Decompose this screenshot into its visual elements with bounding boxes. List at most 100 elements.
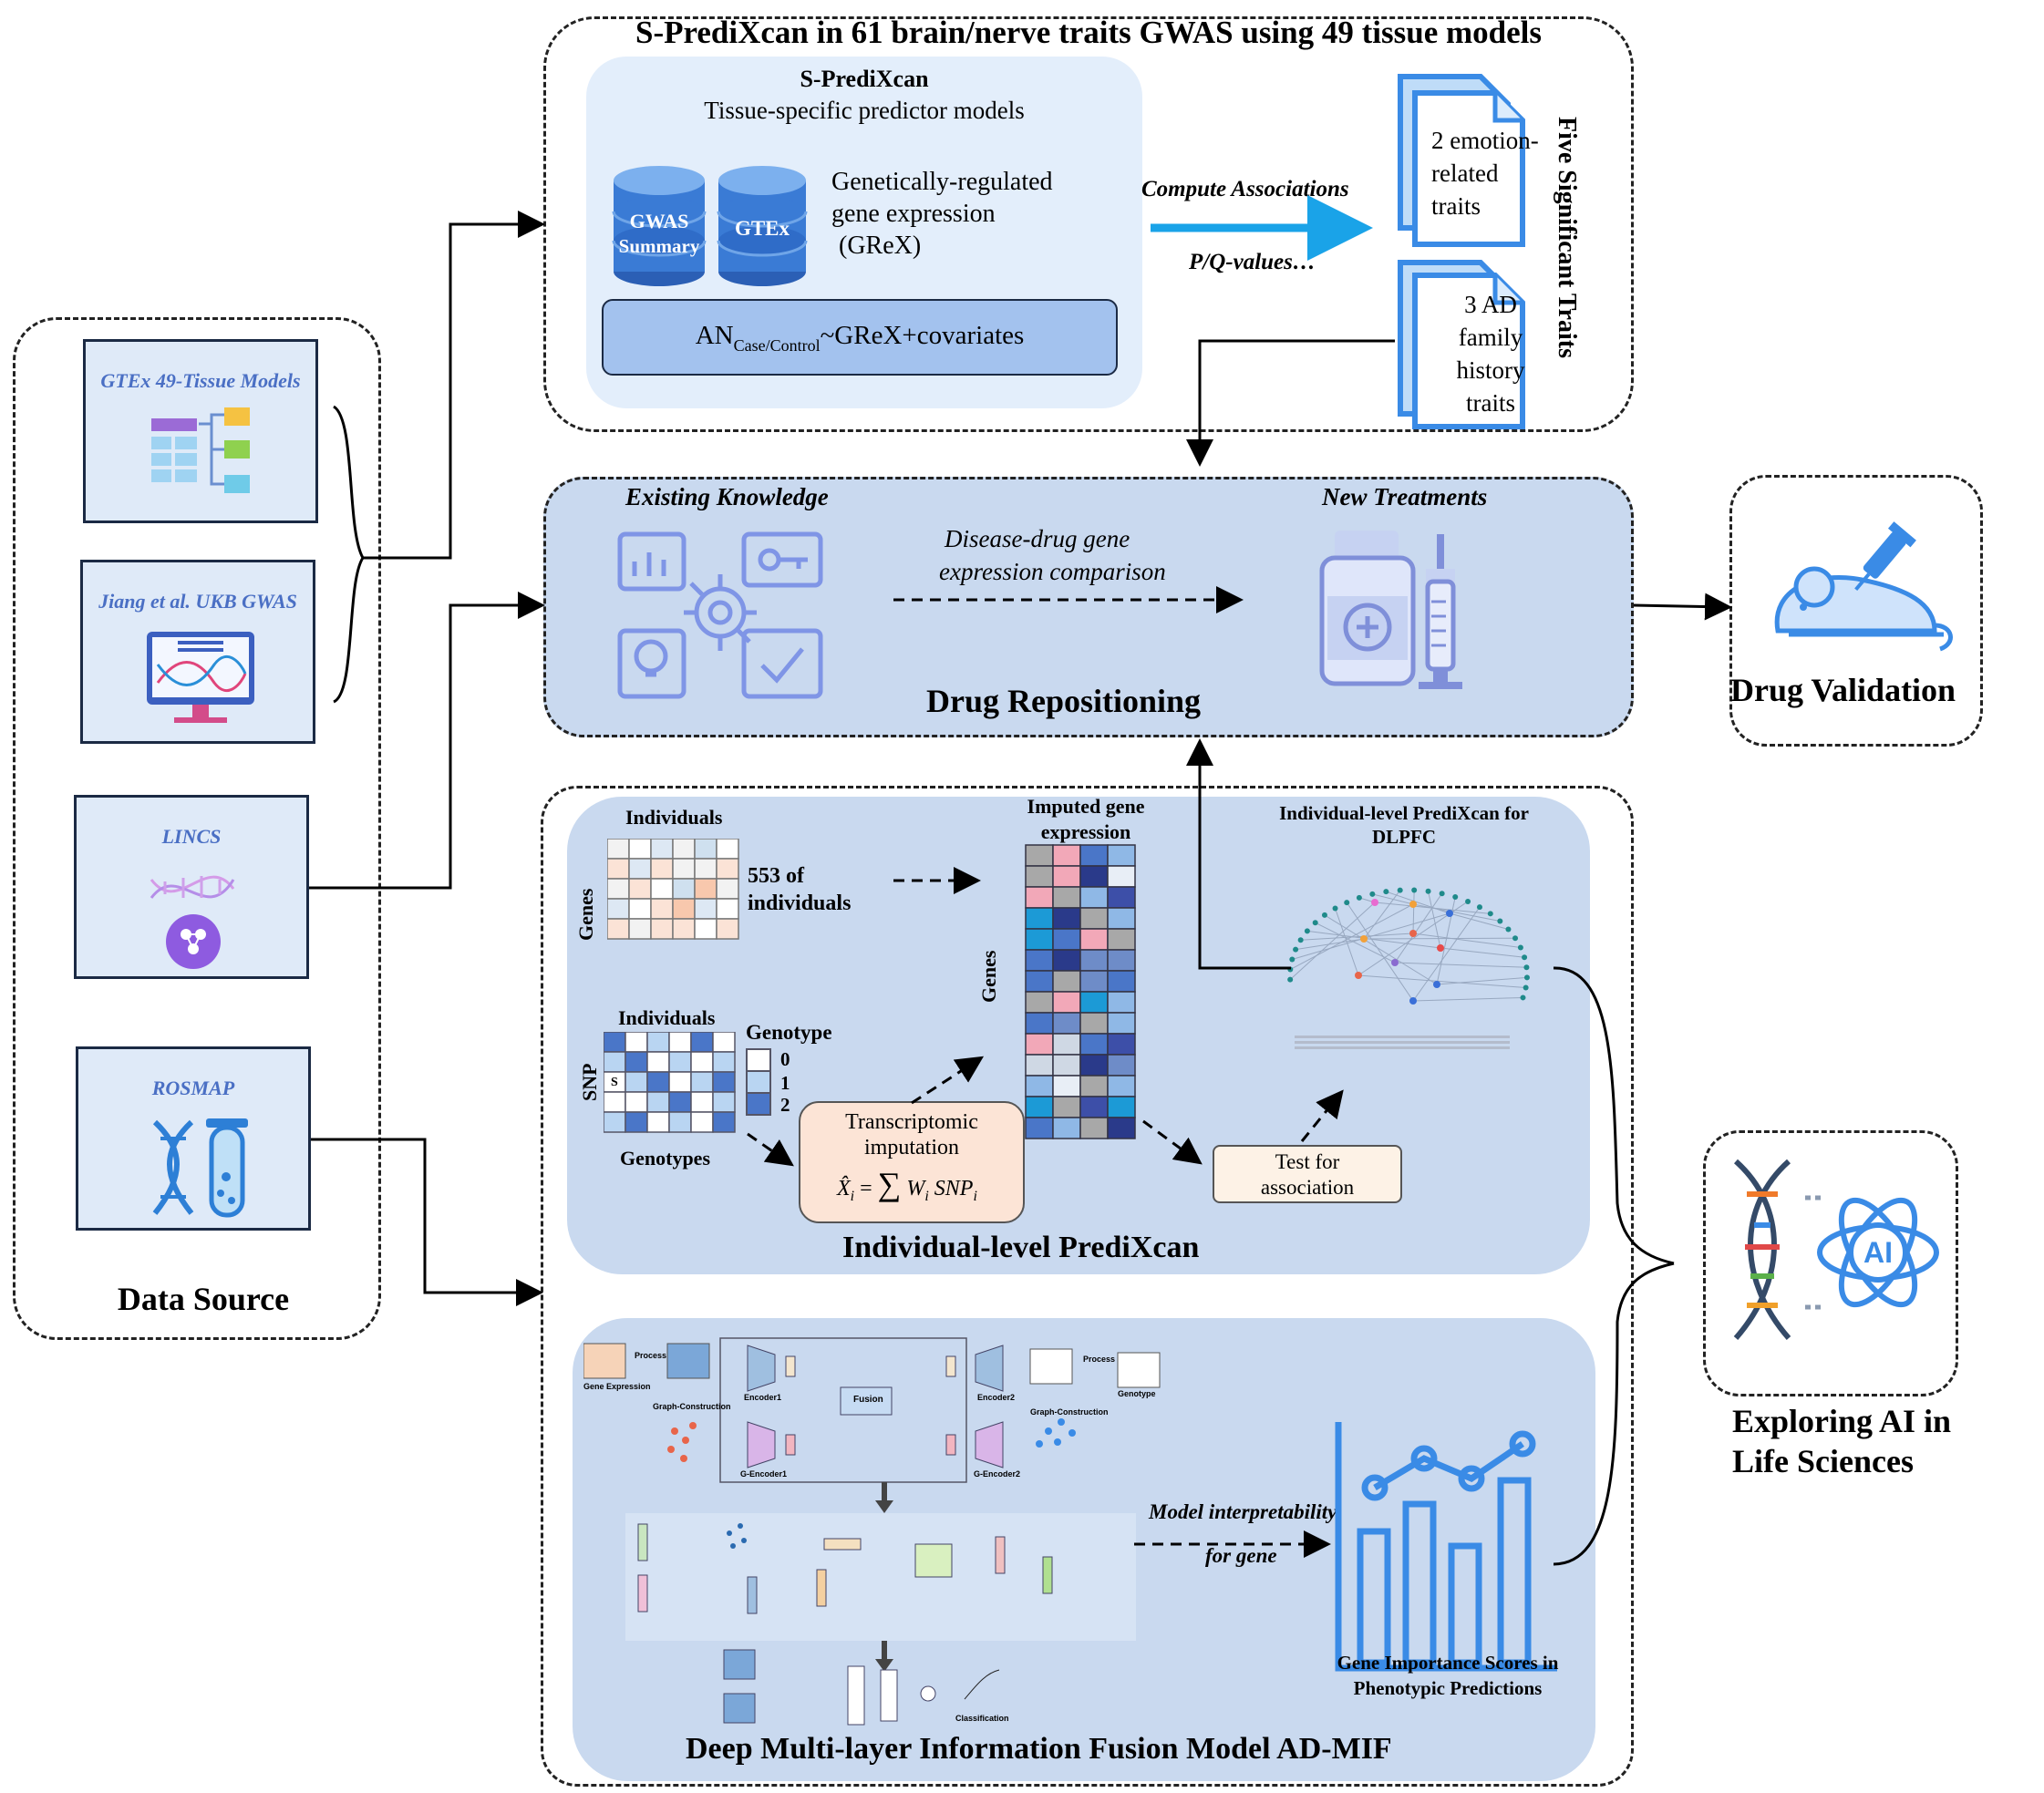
gtex-card: GTEx 49-Tissue Models: [83, 339, 318, 523]
formula-box: ANCase/Control~GReX+covariates: [602, 299, 1118, 376]
snp-individuals-label: Individuals: [618, 1006, 716, 1029]
admif-title: Deep Multi-layer Information Fusion Mode…: [686, 1732, 1392, 1766]
spredixcan-box-title: S-PrediXcan: [800, 66, 929, 92]
network-legend-line: [1295, 1036, 1510, 1038]
model-interpretability-line-2: for gene: [1205, 1544, 1277, 1567]
gene-network-graph: [1287, 887, 1530, 1049]
network-outer-node: [1332, 905, 1338, 912]
network-edge: [1440, 947, 1525, 958]
network-outer-node: [1312, 920, 1318, 926]
dna-monitor-icon: [147, 632, 254, 723]
imputation-box: Transcriptomic imputation X̂i = ∑ Wi SNP…: [799, 1101, 1025, 1223]
ai-title-line-2: Life Sciences: [1732, 1443, 1914, 1479]
genotype-value-2: 2: [780, 1094, 790, 1116]
ai-title-line-1: Exploring AI in: [1732, 1403, 1952, 1439]
disease-drug-line-2: expression comparison: [939, 558, 1166, 585]
network-outer-node: [1287, 976, 1294, 983]
gtex-database-icon: [717, 166, 808, 286]
admif-architecture: Gene Expression Process Process Genotype…: [583, 1331, 1167, 1732]
network-outer-node: [1425, 888, 1431, 894]
network-edge: [1306, 930, 1441, 949]
imputed-expression-heatmap: [1025, 844, 1136, 1139]
lincs-card-title: LINCS: [161, 825, 222, 848]
network-outer-node: [1487, 911, 1493, 917]
test-association-box: Test for association: [1213, 1145, 1402, 1203]
network-edge: [1363, 937, 1516, 940]
network-edge: [1436, 976, 1527, 985]
genotype-legend: [746, 1048, 771, 1116]
network-outer-node: [1297, 937, 1304, 943]
network-legend-line: [1295, 1041, 1510, 1044]
network-edge: [1412, 933, 1521, 949]
spredixcan-box-subtitle: Tissue-specific predictor models: [704, 97, 1025, 124]
network-outer-node: [1356, 894, 1362, 901]
rosmap-card: ROSMAP: [76, 1046, 311, 1231]
network-inner-node: [1360, 935, 1368, 943]
rosmap-card-title: ROSMAP: [151, 1077, 235, 1099]
ukb-gwas-card: Jiang et al. UKB GWAS: [80, 560, 315, 744]
network-inner-node: [1433, 981, 1440, 988]
admif-process-1: Process: [635, 1351, 667, 1360]
network-edge: [1394, 892, 1443, 963]
admif-graph-construction-1: Graph-Construction: [653, 1402, 731, 1411]
imputation-line-1: Transcriptomic: [845, 1110, 978, 1134]
chart-label-line-1: Gene Importance Scores in: [1337, 1652, 1559, 1674]
trait-doc-2-text: 3 AD family history traits: [1456, 291, 1525, 417]
network-outer-node: [1523, 984, 1529, 991]
genotype-value-0: 0: [780, 1048, 790, 1070]
network-outer-node: [1369, 891, 1376, 897]
genotypes-label: Genotypes: [620, 1147, 710, 1170]
n-individuals-line-2: individuals: [748, 891, 852, 915]
test-line-1: Test for: [1275, 1150, 1340, 1173]
drug-validation-title: Drug Validation: [1730, 672, 1956, 708]
drug-repositioning-title: Drug Repositioning: [926, 683, 1202, 719]
genotype-value-1: 1: [780, 1072, 790, 1094]
disease-drug-line-1: Disease-drug gene: [945, 525, 1130, 552]
existing-knowledge-label: Existing Knowledge: [625, 483, 829, 510]
grex-line-1: Genetically-regulated: [831, 168, 1053, 196]
admif-graph-construction-2: Graph-Construction: [1030, 1407, 1109, 1417]
network-inner-node: [1409, 930, 1417, 937]
network-outer-node: [1439, 891, 1445, 897]
network-edge: [1335, 908, 1359, 976]
network-inner-node: [1446, 910, 1453, 917]
ukb-gwas-card-title: Jiang et al. UKB GWAS: [98, 590, 297, 613]
network-edge: [1300, 933, 1414, 941]
network-edge: [1324, 914, 1438, 985]
formula-subscript: Case/Control: [733, 336, 821, 355]
ai-icon-text: AI: [1863, 1236, 1893, 1269]
network-outer-node: [1397, 887, 1403, 893]
data-source-title: Data Source: [117, 1281, 290, 1317]
network-outer-node: [1512, 935, 1519, 942]
formula-an: AN: [695, 321, 734, 350]
network-edge: [1412, 903, 1501, 922]
mouse-syringe-icon: [1774, 521, 1953, 652]
network-outer-node: [1476, 904, 1482, 911]
network-legend-line: [1295, 1046, 1510, 1049]
network-edge: [1289, 902, 1376, 981]
gtex-card-title: GTEx 49-Tissue Models: [100, 369, 301, 392]
network-inner-node: [1409, 997, 1417, 1005]
new-treatments-label: New Treatments: [1322, 483, 1488, 510]
dna-molecule-icon: [150, 875, 235, 969]
gwas-database-icon: [612, 166, 707, 286]
network-outer-node: [1523, 974, 1530, 981]
trait-doc-1-text: 2 emotion- related traits: [1431, 127, 1539, 220]
pq-values-label: P/Q-values…: [1189, 250, 1316, 274]
network-edge: [1412, 906, 1481, 1002]
network-outer-node: [1293, 946, 1299, 953]
admif-architecture-diagram: [583, 1337, 1161, 1726]
dlpfc-line-1: Individual-level PrediXcan for: [1279, 802, 1529, 824]
network-edge: [1358, 974, 1526, 989]
network-edge: [1449, 912, 1509, 930]
n-individuals-line-1: 553 of: [748, 864, 804, 888]
network-edge: [1296, 938, 1365, 951]
genotype-legend-title: Genotype: [746, 1021, 832, 1044]
network-edge: [1315, 922, 1396, 963]
network-outer-node: [1522, 954, 1528, 961]
individual-predixcan-title: Individual-level PrediXcan: [842, 1231, 1200, 1264]
grex-line-2: gene expression: [831, 200, 996, 228]
formula-rest: ~GReX+covariates: [820, 321, 1025, 350]
network-inner-node: [1391, 959, 1399, 966]
lincs-card: LINCS: [74, 795, 309, 979]
